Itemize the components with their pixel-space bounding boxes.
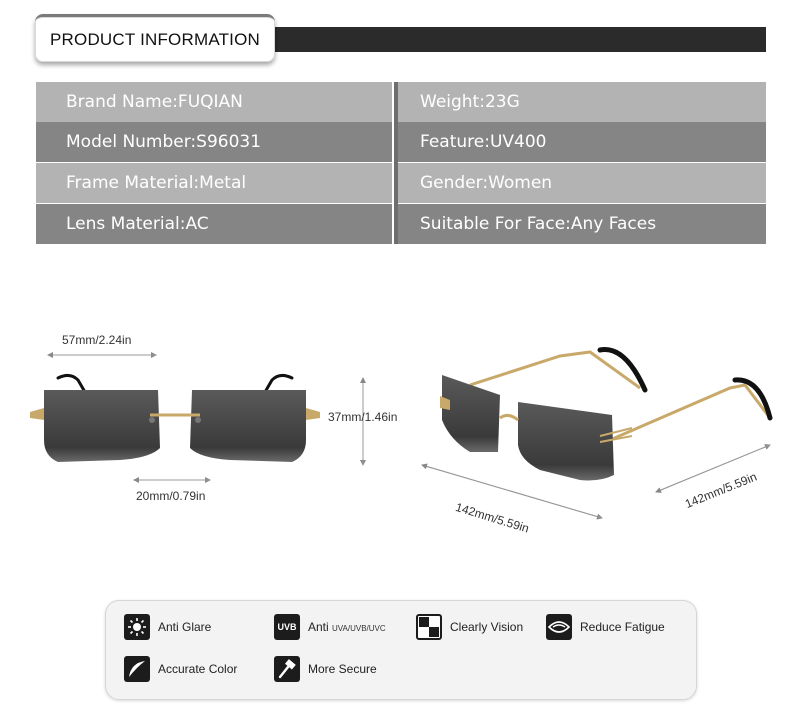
spec-row: Model Number:S96031 Feature:UV400: [36, 122, 766, 162]
bridge-width-label: 20mm/0.79in: [136, 489, 206, 503]
spec-weight: Weight:23G: [420, 92, 520, 112]
spec-frame-material: Frame Material:Metal: [66, 173, 247, 193]
left-lens-perspective: [442, 375, 500, 452]
feature-label: Accurate Color: [158, 662, 238, 676]
section-title: PRODUCT INFORMATION: [35, 14, 275, 62]
color-swirl-icon: [124, 656, 150, 682]
left-lens: [44, 390, 160, 462]
feature-label: Anti Glare: [158, 620, 212, 634]
spec-row: Lens Material:AC Suitable For Face:Any F…: [36, 204, 766, 244]
feature-label: Anti UVA/UVB/UVC: [308, 620, 386, 634]
spec-face-shape: Suitable For Face:Any Faces: [420, 214, 657, 234]
spec-row: Brand Name:FUQIAN Weight:23G: [36, 82, 766, 122]
hammer-icon: [274, 656, 300, 682]
feature-clearly-vision: Clearly Vision: [416, 613, 523, 641]
feature-accurate-color: Accurate Color: [124, 655, 237, 683]
lens-width-label: 57mm/2.24in: [62, 333, 132, 347]
spec-brand-name: Brand Name:FUQIAN: [66, 92, 243, 112]
spec-lens-material: Lens Material:AC: [66, 214, 209, 234]
right-lens-perspective: [518, 402, 614, 481]
column-divider-line: [394, 82, 398, 244]
sun-icon: [124, 614, 150, 640]
perspective-view-glasses: [440, 347, 773, 481]
spec-feature: Feature:UV400: [420, 132, 547, 152]
spec-row: Frame Material:Metal Gender:Women: [36, 163, 766, 203]
feature-more-secure: More Secure: [274, 655, 377, 683]
product-illustration: [30, 347, 773, 520]
spec-gender: Gender:Women: [420, 173, 553, 193]
header-bar: [268, 27, 766, 52]
feature-reduce-fatigue: Reduce Fatigue: [546, 613, 665, 641]
feature-anti-glare: Anti Glare: [124, 613, 211, 641]
right-lens: [190, 390, 306, 462]
feature-anti-uv: UVB Anti UVA/UVB/UVC: [274, 613, 386, 641]
spec-table: Brand Name:FUQIAN Weight:23G Model Numbe…: [36, 82, 766, 244]
features-panel: Anti Glare UVB Anti UVA/UVB/UVC Clearly …: [105, 600, 697, 700]
front-view-glasses: [30, 373, 320, 462]
contrast-squares-icon: [416, 614, 442, 640]
feature-label: Reduce Fatigue: [580, 620, 665, 634]
feature-label: Clearly Vision: [450, 620, 524, 634]
uvb-icon: UVB: [274, 614, 300, 640]
feature-label: More Secure: [308, 662, 377, 676]
eye-icon: [546, 614, 572, 640]
spec-model-number: Model Number:S96031: [66, 132, 262, 152]
lens-height-label: 37mm/1.46in: [328, 410, 398, 424]
